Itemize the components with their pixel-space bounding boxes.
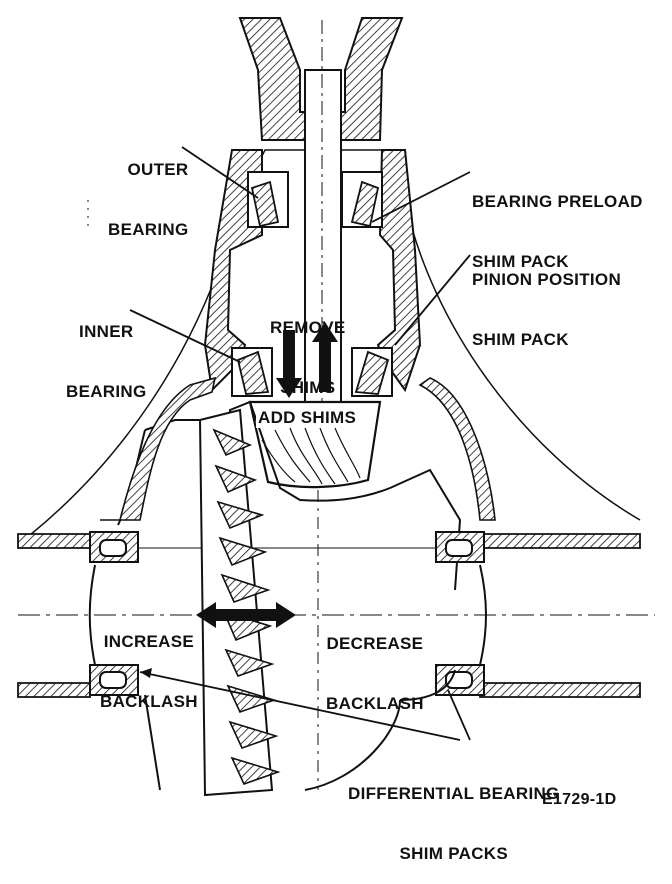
carrier-side-left	[88, 564, 96, 666]
leader-diff-shim-right	[447, 689, 471, 741]
backlash-arrow	[196, 602, 296, 628]
increase-backlash-label-line2: BACKLASH	[100, 692, 198, 711]
leader-diff-shim-left	[139, 671, 461, 741]
housing-web-right	[418, 377, 496, 521]
outer-bearing-label-line1: OUTER	[127, 160, 189, 179]
inner-bearing-label-line1: INNER	[79, 322, 134, 341]
outer-bearing-label-line2: BEARING	[108, 220, 189, 239]
pinion-yoke	[238, 17, 404, 141]
bearing-preload-label: BEARING PRELOAD SHIM PACK	[472, 152, 643, 292]
axle-tube-top-left	[17, 533, 91, 549]
pinion-position-label-line2: SHIM PACK	[472, 330, 569, 349]
remove-shims-label-line2: SHIMS	[280, 378, 336, 397]
inner-bearing-label: INNER BEARING	[66, 282, 147, 422]
differential-bearing-label: DIFFERENTIAL BEARING SHIM PACKS	[348, 744, 560, 884]
leader-inner-bearing	[129, 309, 241, 363]
decrease-backlash-label-line1: DECREASE	[326, 634, 424, 653]
inner-bearing-left	[231, 347, 273, 397]
diff-bearing-bottom-right	[435, 664, 485, 696]
axle-tube-bottom-left	[17, 682, 91, 698]
pinion-position-label: PINION POSITION SHIM PACK	[472, 230, 621, 370]
bearing-preload-label-line2: SHIM PACK	[472, 252, 569, 271]
housing-web-left	[100, 376, 217, 521]
inner-bearing-label-line2: BEARING	[66, 382, 147, 401]
leader-outer-bearing	[181, 146, 259, 199]
diff-bearing-top-left	[89, 531, 139, 563]
ring-gear-teeth	[212, 428, 281, 785]
leader-bearing-preload	[371, 171, 471, 223]
differential-bearing-label-line1: DIFFERENTIAL BEARING	[348, 784, 560, 803]
inner-bearing-right	[351, 347, 393, 397]
diff-bearing-bottom-left	[89, 664, 139, 696]
leader-pinion-position	[394, 254, 471, 346]
diff-case-lower	[144, 669, 456, 791]
add-shims-label: ADD SHIMS	[256, 408, 359, 428]
outer-bearing-right	[341, 171, 383, 228]
diff-bearing-top-right	[435, 531, 485, 563]
shim-arrows	[276, 322, 338, 398]
bearing-preload-label-line1: BEARING PRELOAD	[472, 192, 643, 211]
remove-shims-label-line1: REMOVE	[270, 318, 346, 337]
differential-bearing-label-line2: SHIM PACKS	[399, 844, 509, 863]
decrease-backlash-label-line2: BACKLASH	[326, 694, 424, 713]
increase-backlash-label-line1: INCREASE	[103, 632, 195, 651]
axle-tube-top-right	[479, 533, 641, 549]
outer-bearing-label: OUTER BEARING	[108, 120, 189, 260]
figure-code: E1729-1D	[542, 791, 617, 808]
outer-bearing-left	[247, 171, 289, 228]
remove-shims-label: REMOVE SHIMS	[270, 278, 345, 418]
increase-backlash-label: INCREASE BACKLASH	[100, 592, 198, 732]
decrease-backlash-label: DECREASE BACKLASH	[326, 594, 424, 734]
axle-tube-bottom-right	[479, 682, 641, 698]
pinion-position-label-line1: PINION POSITION	[472, 270, 622, 289]
